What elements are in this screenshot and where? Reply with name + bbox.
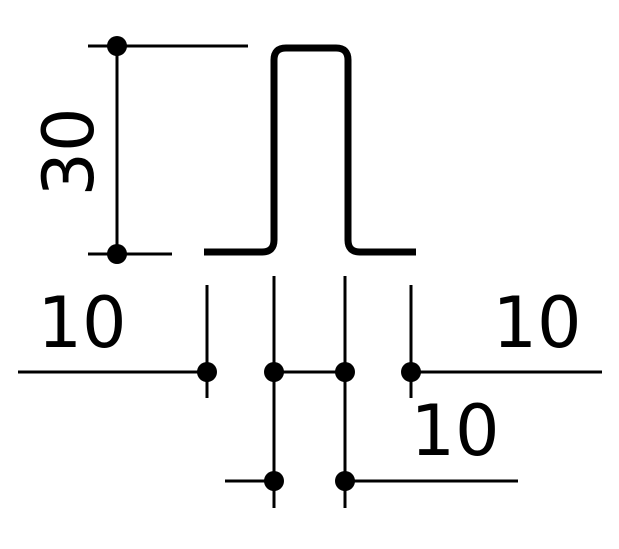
web-gap-label: 10	[410, 390, 499, 472]
flange-dot-3	[335, 362, 355, 382]
web-gap-dot-left	[264, 471, 284, 491]
flange-dot-4	[401, 362, 421, 382]
bottom-extension-lines	[205, 276, 413, 508]
right-flange-label: 10	[492, 282, 581, 364]
left-flange-label: 10	[37, 282, 126, 364]
flange-dot-1	[197, 362, 217, 382]
web-gap-dot-right	[335, 471, 355, 491]
profile-outline	[204, 44, 416, 256]
height-dimension	[88, 44, 248, 256]
flange-dot-2	[264, 362, 284, 382]
height-label: 30	[28, 107, 110, 196]
height-dot-bottom	[107, 244, 127, 264]
height-dot-top	[107, 36, 127, 56]
